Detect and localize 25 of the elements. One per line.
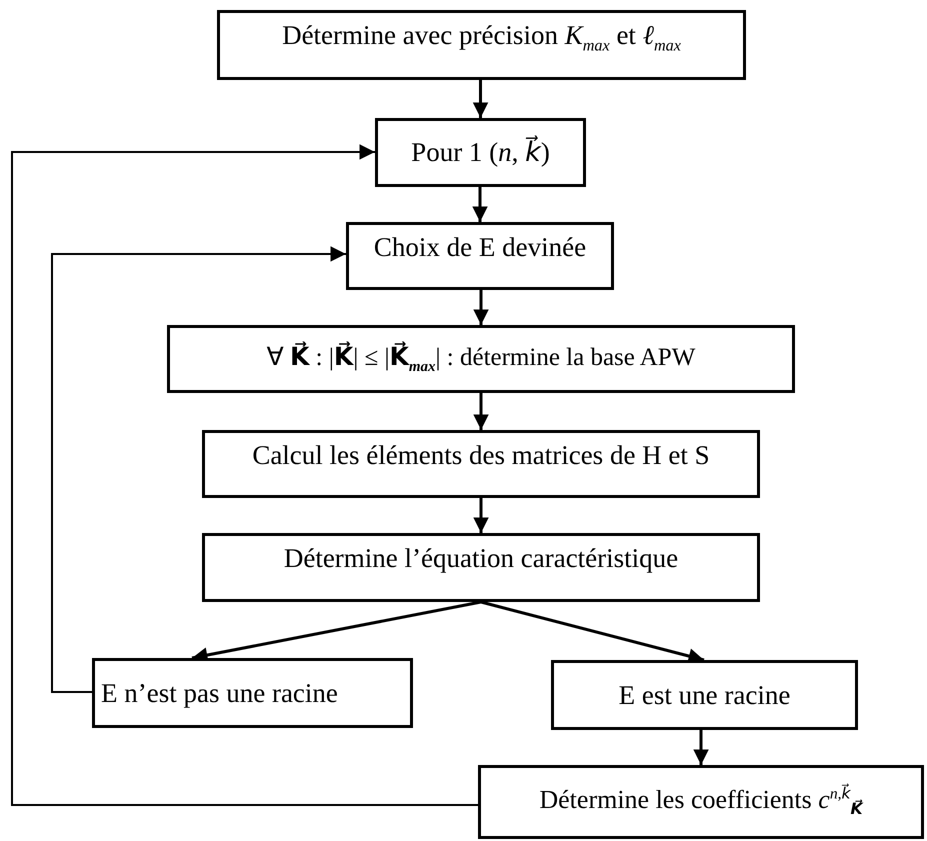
process-box	[92, 658, 413, 728]
arrow	[693, 730, 709, 765]
step-text: E est une racine	[618, 678, 790, 712]
step-text: Pour 1 (n, k⃗)	[411, 136, 550, 169]
arrow	[473, 290, 489, 325]
process-box	[202, 430, 760, 498]
step-text: Choix de E devinée	[374, 231, 586, 264]
step-text: Détermine avec précision K$_{max}$ et ℓ$_{max}$	[282, 19, 681, 56]
step-text: E n’est pas une racine	[101, 676, 338, 710]
process-box	[346, 222, 614, 290]
arrow	[51, 246, 346, 693]
step-text: Calcul les éléments des matrices de H et S	[252, 439, 710, 472]
process-box	[202, 533, 760, 602]
arrow	[11, 144, 478, 806]
arrow	[473, 393, 489, 430]
arrow	[473, 498, 489, 533]
step-text: ∀ K⃗ : |K⃗| ≤ |K⃗$_{max}$| : détermine la base APW	[266, 342, 696, 376]
process-box	[167, 325, 795, 393]
process-box	[375, 118, 586, 187]
process-box	[551, 660, 858, 730]
arrow	[472, 187, 488, 222]
step-text: Détermine l’équation caractéristique	[284, 542, 678, 574]
process-box	[217, 10, 746, 80]
arrow	[472, 80, 488, 118]
process-box	[478, 765, 924, 839]
